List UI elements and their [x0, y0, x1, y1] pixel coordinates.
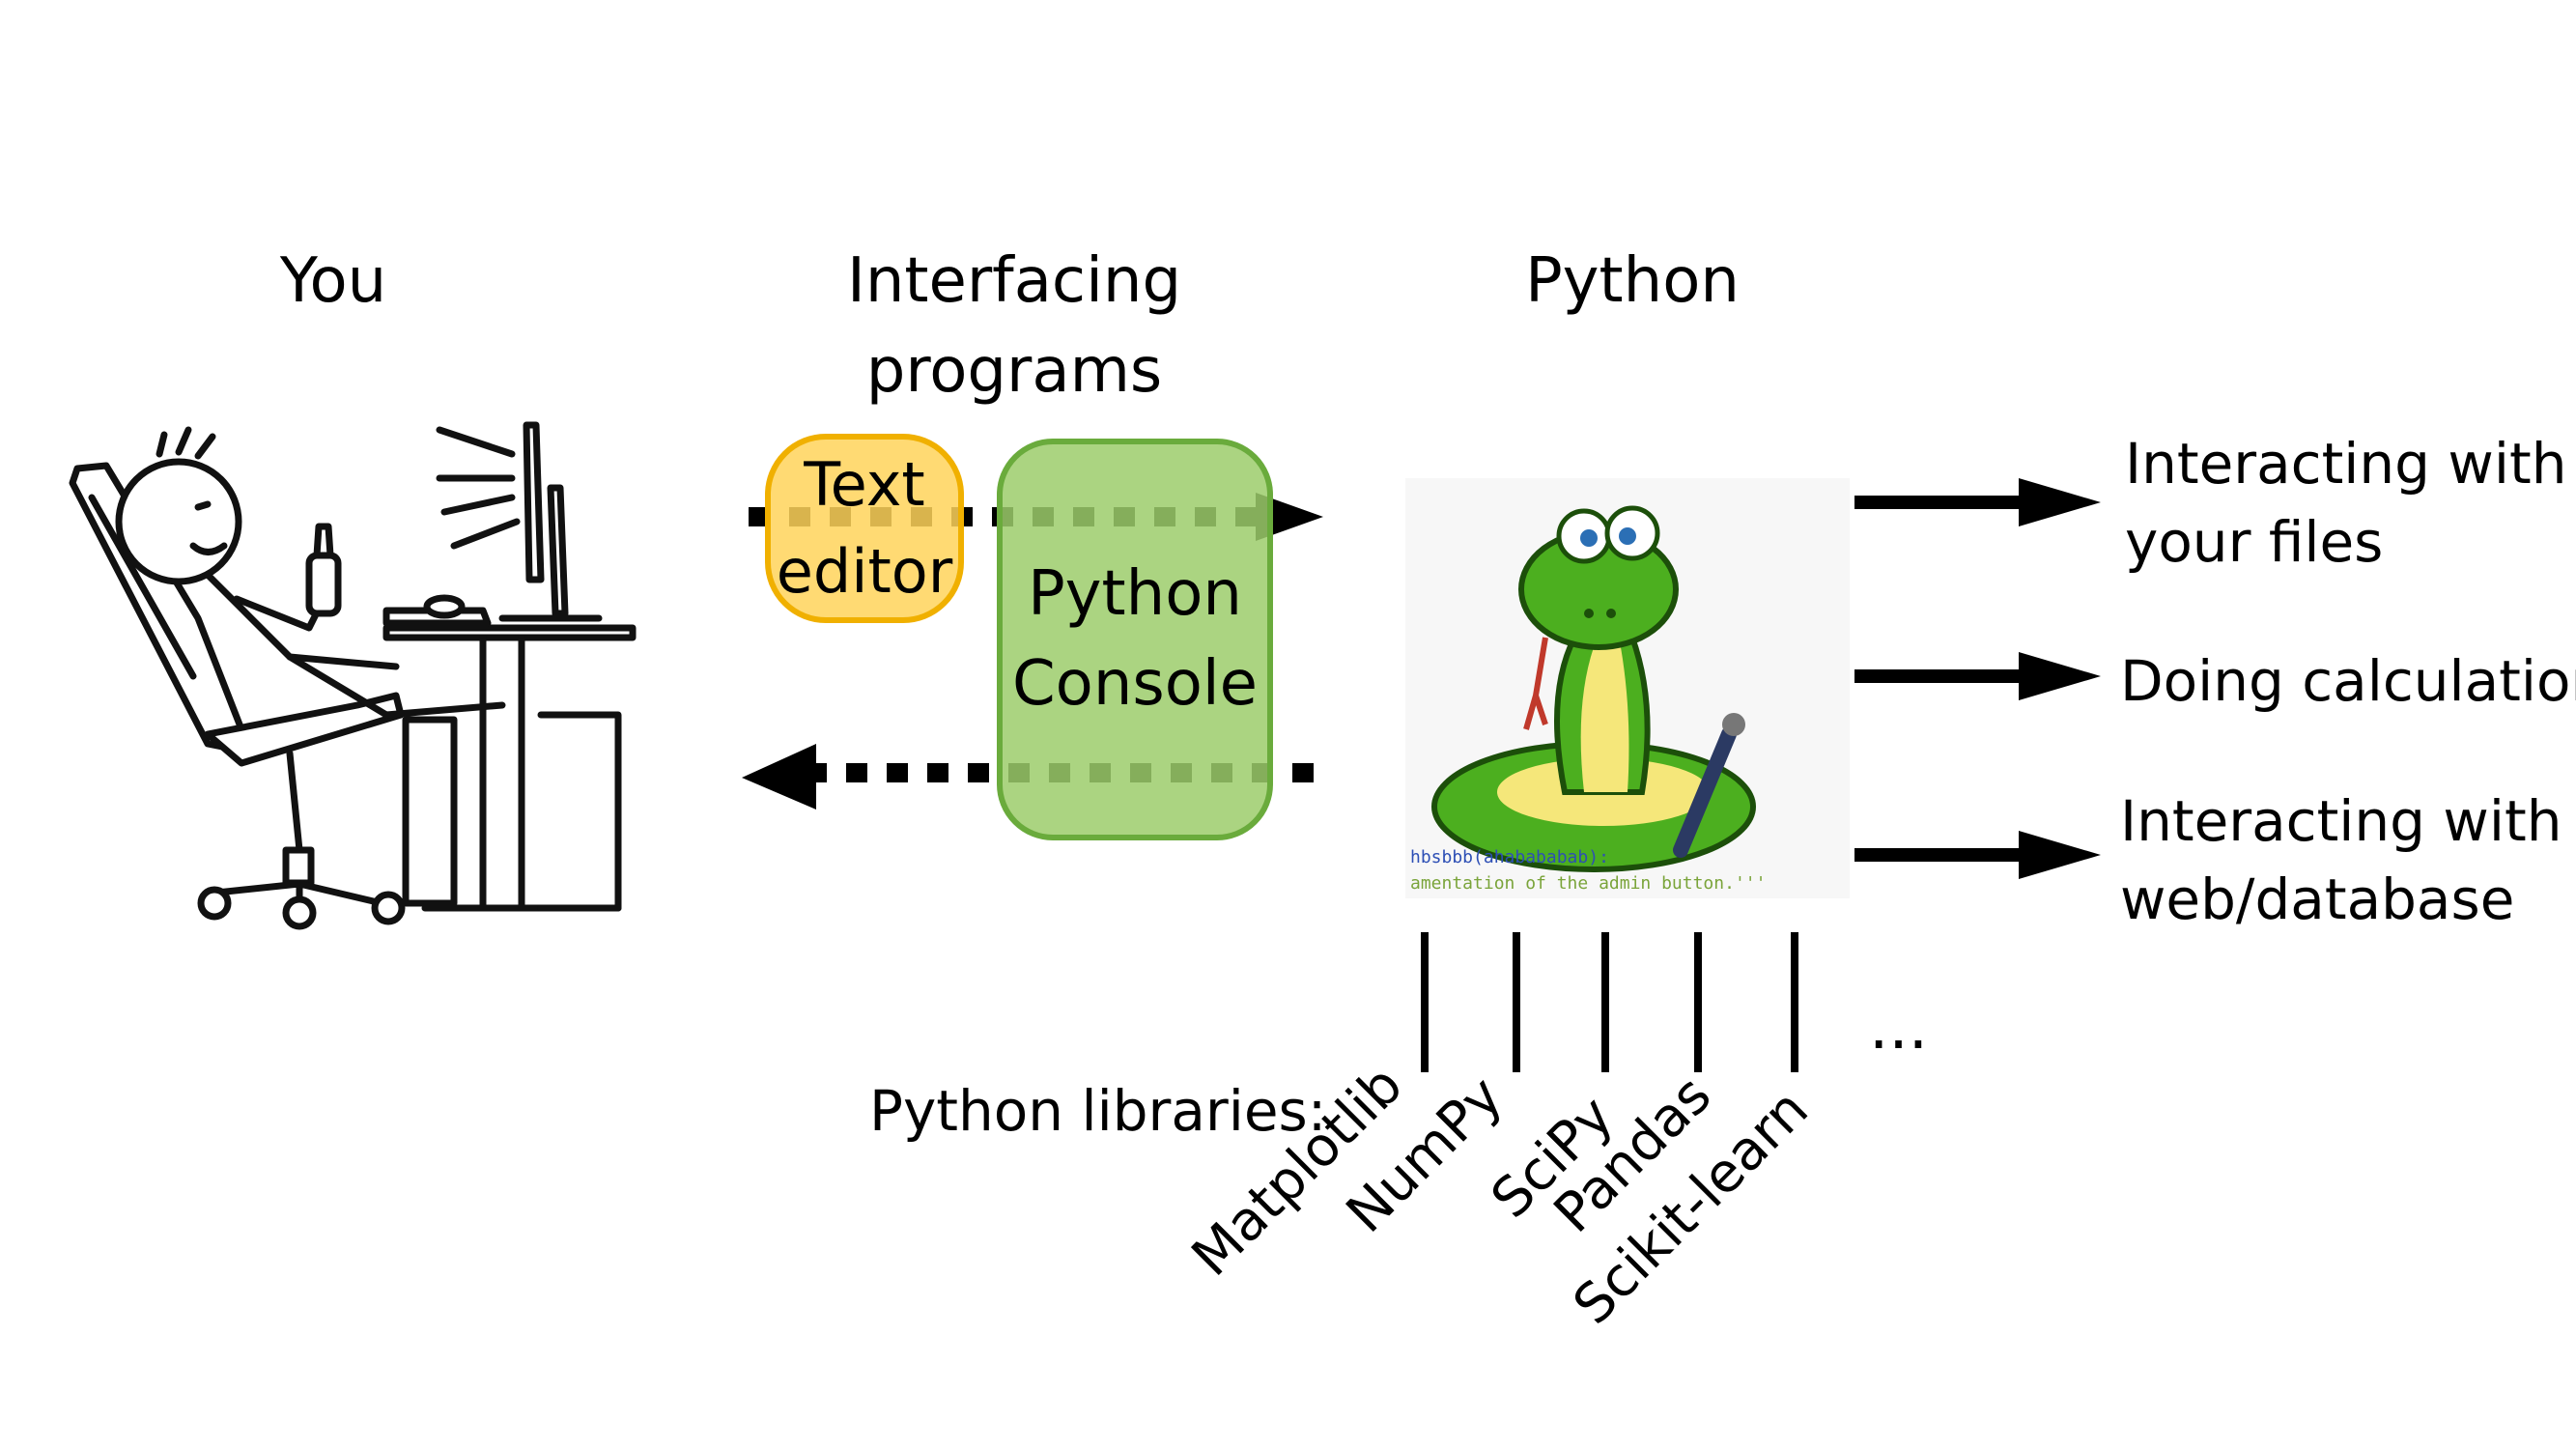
- text-editor-label: Text editor: [776, 449, 953, 607]
- output-web-label: Interacting with web/database: [2120, 788, 2562, 933]
- arrow-to-you-head: [742, 744, 816, 810]
- python-libraries-caption: Python libraries:: [869, 1078, 1327, 1144]
- heading-python: Python: [1525, 245, 1740, 317]
- heading-interfacing-programs: Interfacing programs: [846, 245, 1182, 407]
- output-calculation-label: Doing calculation: [2120, 648, 2576, 714]
- logo-code-line-1: hbsbbb(ahabababab):: [1410, 847, 1609, 867]
- person-at-computer-illustration: [69, 421, 637, 930]
- output-files-label: Interacting with your files: [2125, 431, 2567, 576]
- library-connectors: [1421, 932, 1798, 1072]
- logo-code-line-2: amentation of the admin button.''': [1410, 873, 1766, 894]
- python-console-label: Python Console: [1011, 558, 1259, 720]
- libraries-more: ...: [1869, 992, 1929, 1064]
- text-editor-box: [765, 434, 964, 623]
- output-arrows: [1854, 478, 2101, 879]
- heading-you: You: [279, 245, 387, 317]
- python-snake-logo: hbsbbb(ahabababab): amentation of the ad…: [1405, 478, 1850, 898]
- python-console-box: [997, 439, 1273, 840]
